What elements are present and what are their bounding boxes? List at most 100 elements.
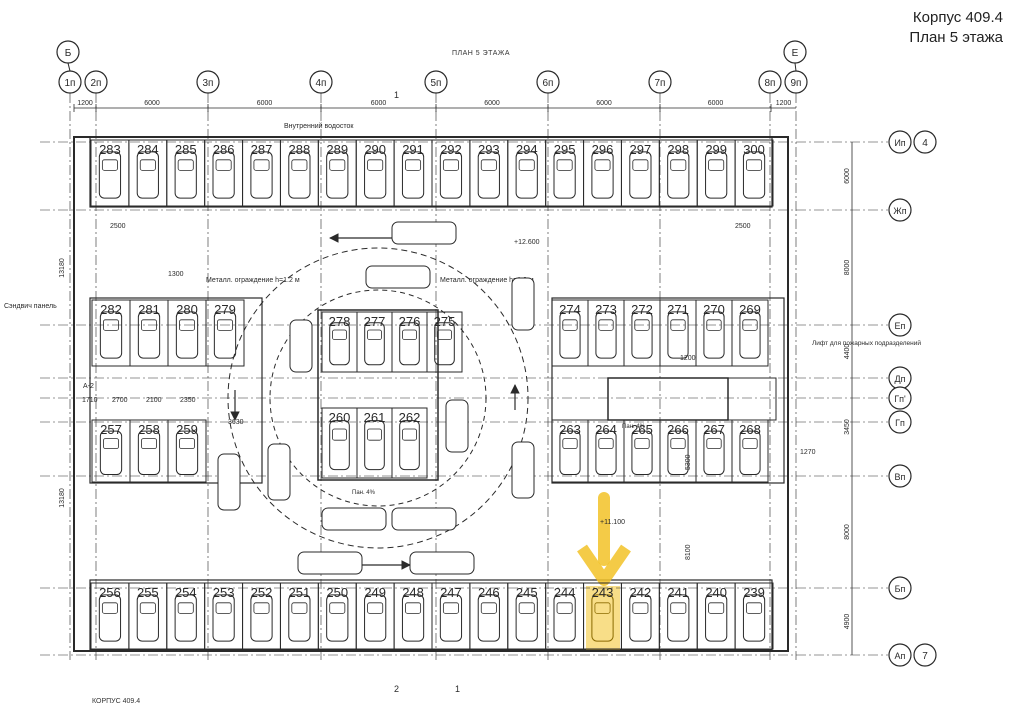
section-mark-2: 2 [394,684,399,694]
spot-ur-272: 272 [623,299,661,367]
section-mark-1: 1 [394,90,399,100]
svg-text:9п: 9п [791,78,802,89]
moving-car-6 [409,551,475,575]
spot-ur-274: 274 [551,299,589,367]
spot-number: 288 [289,142,311,157]
spot-ul-280: 280 [167,299,207,367]
axis-marker-7: 6п [536,70,560,660]
left-island [89,297,263,484]
spot-number: 240 [705,585,727,600]
svg-text:8п: 8п [765,78,776,89]
inner-dim-1200: 1200 [680,355,696,362]
spot-lc-262: 262 [391,407,428,479]
spot-uc-278: 278 [321,311,358,373]
level-mark-2: +11.100 [600,519,625,526]
inner-dim-3630: 3630 [228,419,244,426]
dim-top-5: 6000 [484,100,500,107]
axis-right-8: Бп [40,576,912,600]
spot-top-298: 298 [658,139,698,207]
spot-number: 239 [743,585,765,600]
svg-text:Б: Б [65,48,72,59]
spot-number: 244 [554,585,576,600]
spot-number: 253 [213,585,235,600]
spot-number: 270 [703,302,725,317]
spot-number: 286 [213,142,235,157]
spot-top-291: 291 [393,139,433,207]
svg-text:Дп: Дп [895,374,906,384]
spot-number: 260 [329,410,351,425]
svg-text:Гп: Гп [895,418,905,428]
fence-left-label: Металл. ограждение h=1.2 м [206,277,300,284]
moving-car-5 [297,551,363,575]
axis-marker-10: 9п [784,70,808,660]
axis-marker-4: 3п [196,70,220,660]
spot-number: 254 [175,585,197,600]
spot-ul-282: 282 [91,299,131,367]
svg-text:2п: 2п [91,78,102,89]
dim-right-3: 4400 [844,344,851,360]
fire-lift-label: Лифт для пожарных подразделений [812,339,921,347]
axis-marker-2: 1п [58,70,82,660]
spot-bottom-250: 250 [317,582,357,650]
spot-number: 299 [705,142,727,157]
spot-number: 280 [176,302,198,317]
svg-text:Ип: Ип [894,138,905,148]
spot-number: 246 [478,585,500,600]
spot-bottom-239: 239 [734,582,774,650]
spot-top-285: 285 [166,139,206,207]
spot-number: 300 [743,142,765,157]
spot-number: 283 [99,142,121,157]
moving-car-11 [511,441,535,499]
axis-marker-3: 2п [84,70,108,660]
spot-number: 285 [175,142,197,157]
spot-bottom-252: 252 [242,582,281,650]
spot-number: 277 [364,314,386,329]
spot-uc-277: 277 [356,311,393,373]
spot-number: 293 [478,142,500,157]
ramp-label-2: Пан. 4% [622,424,646,430]
spot-top-286: 286 [204,139,244,207]
dim-right-2: 8000 [844,260,851,276]
moving-car-1 [391,221,457,245]
spot-top-289: 289 [317,139,357,207]
spot-number: 271 [667,302,689,317]
svg-text:5п: 5п [431,78,442,89]
spot-ll-257: 257 [91,419,131,483]
dim-right-6: 4900 [844,614,851,630]
dim-left-2: 13180 [59,488,66,508]
spot-bottom-253: 253 [204,582,244,650]
top-bay-strip [89,136,773,208]
spot-number: 251 [289,585,311,600]
spot-top-294: 294 [507,139,547,207]
spot-bottom-247: 247 [431,582,471,650]
axis-link-e [794,62,797,72]
dim-top-4: 6000 [371,100,387,107]
spot-number: 279 [214,302,236,317]
inner-dim-2700: 2700 [112,397,128,404]
spot-bottom-245: 245 [507,582,547,650]
spot-bottom-248: 248 [393,582,433,650]
spot-number: 287 [251,142,273,157]
spot-top-290: 290 [355,139,395,207]
ramp-label-1: Пан. 4% [352,490,376,496]
spot-number: 259 [176,422,198,437]
svg-text:3п: 3п [203,78,214,89]
spot-bottom-249: 249 [355,582,395,650]
spot-number: 289 [326,142,348,157]
plan-caption: ПЛАН 5 ЭТАЖА [452,50,511,57]
axis-marker-1: Б [56,40,80,64]
svg-text:Вп: Вп [895,472,906,482]
svg-text:Еп: Еп [895,321,906,331]
svg-text:7п: 7п [655,78,666,89]
spot-ul-281: 281 [129,299,169,367]
spot-top-299: 299 [696,139,736,207]
moving-car-4 [391,507,457,531]
inner-dim-1710: 1710 [82,397,98,404]
spot-ur-273: 273 [587,299,625,367]
spot-number: 242 [630,585,652,600]
axis-marker-11: Е [783,40,807,64]
